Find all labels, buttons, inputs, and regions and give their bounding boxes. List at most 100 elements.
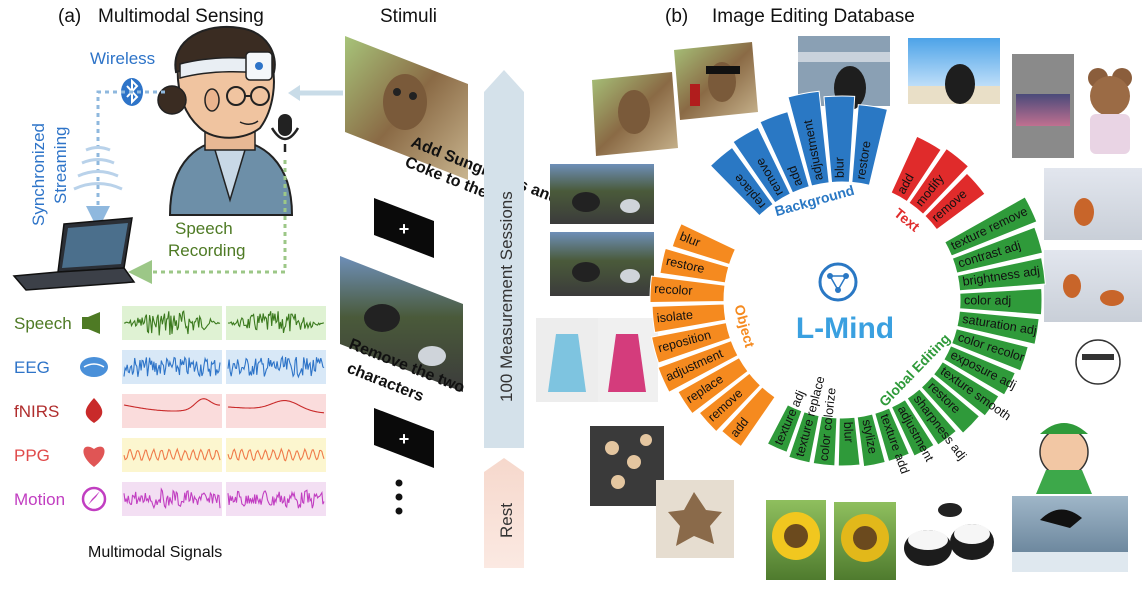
- signal-panel: [226, 394, 326, 428]
- wedge-object-remove: [698, 372, 762, 433]
- wedge-global-editing-sharpness-adj: [906, 388, 957, 446]
- sample-sunflower-edited: [834, 502, 896, 580]
- ellipsis-dots: [395, 479, 403, 515]
- signal-waves-icon: [73, 146, 123, 191]
- wedge-label: add: [785, 164, 805, 188]
- sample-images: [536, 36, 1146, 580]
- wedge-object-isolate: [651, 303, 727, 334]
- panel-a-label: (a): [58, 6, 81, 27]
- sample-bg-edited: [908, 38, 1000, 104]
- sample-orca-sea: [1012, 496, 1128, 572]
- sample-owl-edited: [674, 42, 758, 120]
- signal-waveform: [123, 398, 220, 412]
- wedge-object-add: [721, 386, 776, 448]
- l-mind-logo: [818, 262, 858, 302]
- wedge-global-editing-exposure-adj: [943, 345, 1016, 396]
- wedge-label: recolor: [654, 282, 693, 298]
- sample-text-original: [1012, 54, 1074, 158]
- wedge-object-restore: [659, 247, 730, 284]
- panel-b-title: Image Editing Database: [712, 6, 915, 27]
- sample-sketch-colored: [1020, 408, 1144, 494]
- blood-drop-icon: [85, 398, 103, 423]
- wedge-background-adjustment: [787, 90, 830, 187]
- speech-recording-path: [128, 160, 287, 284]
- wedge-global-editing-texture-adj: [766, 404, 803, 453]
- sample-dress-edited: [598, 318, 658, 402]
- category-label-object: Object: [731, 303, 758, 350]
- streaming-label-2: Streaming: [51, 127, 70, 204]
- sample-fox-edited: [1044, 250, 1142, 322]
- signal-waveform: [227, 400, 325, 414]
- wedge-label: restore: [854, 140, 874, 181]
- brain-icon: [80, 357, 108, 377]
- signal-panel: [226, 438, 326, 472]
- wedge-background-blur: [823, 95, 856, 184]
- signal-label-fnirs: fNIRS: [14, 402, 59, 421]
- speech-recording-label-2: Recording: [168, 241, 246, 260]
- wedge-global-editing-color-recolor: [951, 328, 1029, 372]
- wireless-label: Wireless: [90, 49, 155, 68]
- streaming-path: [86, 90, 165, 230]
- wedge-global-editing-color-adj: [959, 288, 1043, 316]
- person-illustration: [157, 25, 294, 216]
- signal-waveform: [123, 487, 221, 510]
- wedge-global-editing-blur: [837, 416, 861, 467]
- sample-flowers-original: [590, 426, 664, 506]
- stimulus-arrow-head: [288, 85, 300, 101]
- heart-icon: [83, 446, 105, 467]
- wedge-global-editing-texture-smooth: [932, 361, 1000, 417]
- stimuli-title: Stimuli: [380, 6, 437, 27]
- compass-icon: [81, 486, 107, 512]
- panel-b-label: (b): [665, 6, 688, 27]
- wedge-global-editing-restore: [920, 375, 981, 434]
- wedge-global-editing-stylize: [856, 413, 886, 468]
- megaphone-icon: [82, 312, 100, 334]
- fixation-cross-2: +: [399, 429, 410, 449]
- wedge-object-blur: [671, 222, 737, 266]
- wedge-text-modify: [908, 147, 970, 215]
- microphone-icon: [270, 114, 300, 152]
- wedge-label: isolate: [656, 308, 693, 326]
- wedge-global-editing-color-colorize: [812, 415, 838, 467]
- signal-waveform: [227, 489, 325, 509]
- wedge-text-add: [890, 135, 942, 203]
- signal-label-eeg: EEG: [14, 358, 50, 377]
- wedge-global-editing-texture-remove: [944, 196, 1038, 257]
- sample-sketch-original: [1060, 324, 1146, 406]
- panel-a-title: Multimodal Sensing: [98, 6, 264, 27]
- sample-moto-original: [550, 164, 654, 224]
- rest-label: Rest: [497, 503, 516, 538]
- center-label: L-Mind: [796, 312, 894, 345]
- sessions-label: 100 Measurement Sessions: [497, 191, 516, 402]
- sample-moto-edited: [550, 232, 654, 296]
- wedge-global-editing-texture-replace: [788, 411, 820, 464]
- stimulus-image-owl: [345, 36, 468, 180]
- wedge-text-remove: [924, 172, 986, 231]
- wedge-object-recolor: [649, 275, 726, 303]
- wedge-background-remove: [732, 126, 792, 204]
- signal-waveform: [123, 355, 221, 378]
- session-timeline: [484, 70, 524, 568]
- signal-label-motion: Motion: [14, 490, 65, 509]
- wedge-background-restore: [851, 104, 889, 186]
- stimulus-image-motorcycle: [340, 256, 463, 392]
- signal-waveform: [227, 311, 324, 334]
- sample-flowers-edited: [656, 480, 734, 558]
- wedge-global-editing-contrast-adj: [951, 226, 1044, 274]
- signal-waveform: [123, 447, 221, 462]
- fixation-cross-1: +: [399, 219, 410, 239]
- wedge-object-replace: [677, 357, 749, 415]
- sample-text-edited: [1078, 58, 1142, 158]
- signal-label-ppg: PPG: [14, 446, 50, 465]
- sample-sushi: [904, 503, 994, 566]
- streaming-label-1: Synchronized: [29, 123, 48, 226]
- wedge-global-editing-brightness-adj: [956, 257, 1046, 292]
- sample-dress-original: [536, 318, 598, 402]
- fixation-card-1: +: [374, 198, 434, 258]
- wedge-global-editing-saturation-adj: [956, 310, 1040, 345]
- signal-waveform: [227, 447, 325, 462]
- wedge-label: blur: [841, 422, 856, 443]
